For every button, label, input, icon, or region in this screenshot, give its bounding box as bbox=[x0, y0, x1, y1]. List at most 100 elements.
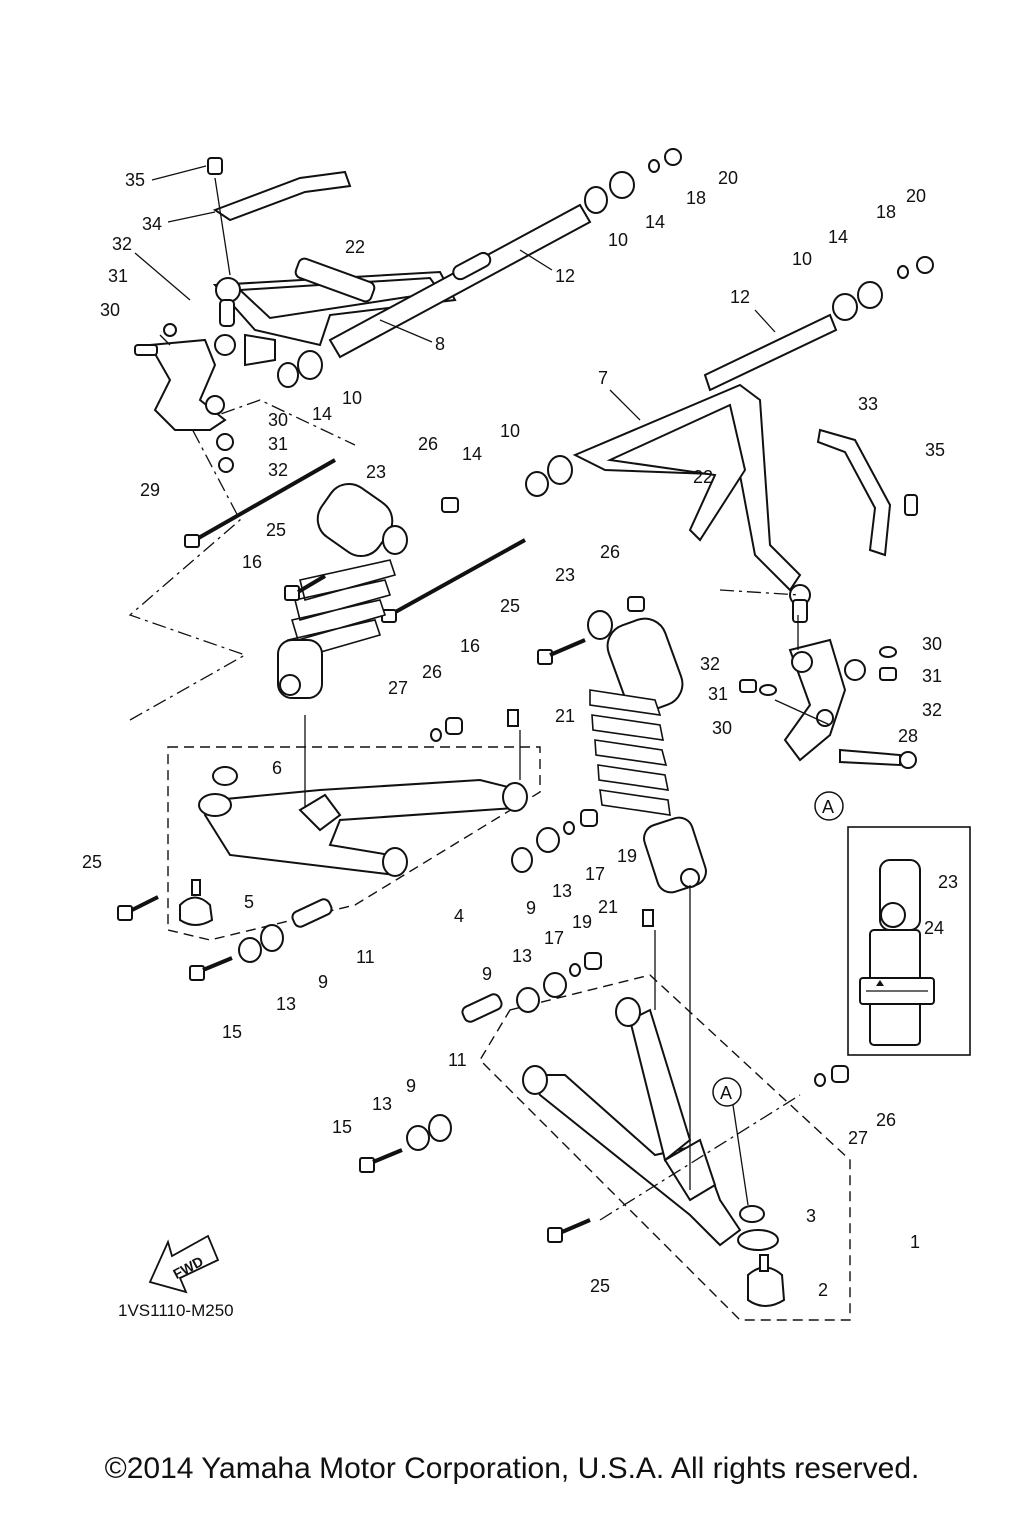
bolt-15-right bbox=[359, 1157, 375, 1173]
bush-9-right bbox=[428, 1114, 452, 1142]
callout-19-left: 19 bbox=[617, 846, 637, 866]
washer-17-left bbox=[563, 821, 575, 835]
callout-25-lower-left: 25 bbox=[82, 852, 102, 872]
washer-27-right bbox=[814, 1073, 826, 1087]
callout-6: 6 bbox=[272, 758, 282, 778]
callout-23-inset: 23 bbox=[938, 872, 958, 892]
callout-26-mid: 26 bbox=[600, 542, 620, 562]
callout-26-lower: 26 bbox=[422, 662, 442, 682]
nut-26-right bbox=[831, 1065, 849, 1083]
washer-17-right bbox=[569, 963, 581, 977]
callout-18: 18 bbox=[686, 188, 706, 208]
svg-text:A: A bbox=[822, 797, 834, 817]
bush-10-top bbox=[584, 186, 608, 214]
upper-arm-left bbox=[212, 203, 592, 359]
callout-19-right: 19 bbox=[572, 912, 592, 932]
callout-30-right: 30 bbox=[922, 634, 942, 654]
forward-direction-arrow: FWD bbox=[148, 1234, 220, 1294]
callout-26-left: 26 bbox=[418, 434, 438, 454]
callout-32-right-a: 32 bbox=[700, 654, 720, 674]
callout-17-left: 17 bbox=[585, 864, 605, 884]
seal-13-lower-left bbox=[238, 937, 262, 963]
callout-18-right: 18 bbox=[876, 202, 896, 222]
lower-arm-assembly-outline-right bbox=[479, 974, 851, 1321]
callout-24: 24 bbox=[924, 918, 944, 938]
washer-27 bbox=[430, 728, 442, 742]
callout-35-right: 35 bbox=[925, 440, 945, 460]
callout-14-left: 14 bbox=[312, 404, 332, 424]
bush-9-lower-left bbox=[260, 924, 284, 952]
seal-14-upper-left bbox=[277, 362, 299, 388]
callout-32: 32 bbox=[112, 234, 132, 254]
callout-7: 7 bbox=[598, 368, 608, 388]
callout-9-right: 9 bbox=[406, 1076, 416, 1096]
bush-10-right-top bbox=[832, 293, 858, 321]
callout-17-right: 17 bbox=[544, 928, 564, 948]
copyright-notice: ©2014 Yamaha Motor Corporation, U.S.A. A… bbox=[104, 1452, 920, 1485]
callout-14-mid: 14 bbox=[462, 444, 482, 464]
callout-21-left: 21 bbox=[555, 706, 575, 726]
callout-12-right: 12 bbox=[730, 287, 750, 307]
ball-joint-5 bbox=[179, 896, 214, 926]
washer-18-top bbox=[648, 159, 660, 173]
diagram-code: 1VS1110-M250 bbox=[118, 1301, 234, 1320]
callout-33: 33 bbox=[858, 394, 878, 414]
lower-arm-right bbox=[522, 997, 742, 1247]
brake-hose-bracket-right bbox=[816, 428, 892, 557]
shock-absorber-left bbox=[277, 482, 408, 699]
callout-9-lower-left: 9 bbox=[318, 972, 328, 992]
callout-30: 30 bbox=[100, 300, 120, 320]
callout-21-right: 21 bbox=[598, 897, 618, 917]
ball-joint-2 bbox=[747, 1266, 786, 1307]
nut-20-right bbox=[916, 256, 934, 274]
bolt-25-lower-right bbox=[547, 1227, 563, 1243]
callout-32-left: 32 bbox=[268, 460, 288, 480]
callout-9-right-upper: 9 bbox=[482, 964, 492, 984]
callout-23-left: 23 bbox=[366, 462, 386, 482]
callout-13-lower-left: 13 bbox=[276, 994, 296, 1014]
lower-arm-left bbox=[198, 778, 528, 877]
callout-27-right: 27 bbox=[848, 1128, 868, 1148]
collar-11-left bbox=[291, 898, 333, 928]
callout-14: 14 bbox=[645, 212, 665, 232]
callout-2: 2 bbox=[818, 1280, 828, 1300]
callout-23-right: 23 bbox=[555, 565, 575, 585]
nut-19-right bbox=[584, 952, 602, 970]
nut-31-right bbox=[879, 667, 897, 681]
lower-arm-assembly-outline-left bbox=[167, 746, 541, 941]
seal-13-right bbox=[406, 1125, 430, 1151]
callout-16-left: 16 bbox=[242, 552, 262, 572]
callout-29: 29 bbox=[140, 480, 160, 500]
callout-15-right: 15 bbox=[332, 1117, 352, 1137]
bush-9-right-upper bbox=[516, 987, 540, 1013]
callout-34: 34 bbox=[142, 214, 162, 234]
bush-10-upper-left bbox=[297, 350, 323, 380]
nut-26-mid bbox=[445, 717, 463, 735]
bolt-35 bbox=[207, 157, 223, 175]
callout-20: 20 bbox=[718, 168, 738, 188]
callout-12: 12 bbox=[555, 266, 575, 286]
callout-3: 3 bbox=[806, 1206, 816, 1226]
bush-10-right bbox=[547, 455, 573, 485]
nut-19-left bbox=[580, 809, 598, 827]
collar-11-right bbox=[461, 993, 503, 1023]
callout-15-left: 15 bbox=[222, 1022, 242, 1042]
callout-22-right: 22 bbox=[693, 467, 713, 487]
svg-text:A: A bbox=[720, 1083, 732, 1103]
washer-30-right bbox=[879, 646, 897, 658]
brake-hose-bracket bbox=[212, 170, 352, 222]
callout-13-right: 13 bbox=[372, 1094, 392, 1114]
callout-31-right-b: 31 bbox=[708, 684, 728, 704]
callout-11-right: 11 bbox=[448, 1050, 467, 1070]
callout-25-mid: 25 bbox=[500, 596, 520, 616]
clip-3 bbox=[739, 1205, 765, 1223]
callout-31-left: 31 bbox=[268, 434, 288, 454]
callout-28: 28 bbox=[898, 726, 918, 746]
bolt-16-right bbox=[389, 538, 526, 617]
shock-absorber-right bbox=[587, 610, 707, 894]
boot-right bbox=[737, 1229, 779, 1251]
callout-10-left: 10 bbox=[342, 388, 362, 408]
callout-16-right: 16 bbox=[460, 636, 480, 656]
callout-20-right: 20 bbox=[906, 186, 926, 206]
callout-26-right: 26 bbox=[876, 1110, 896, 1130]
